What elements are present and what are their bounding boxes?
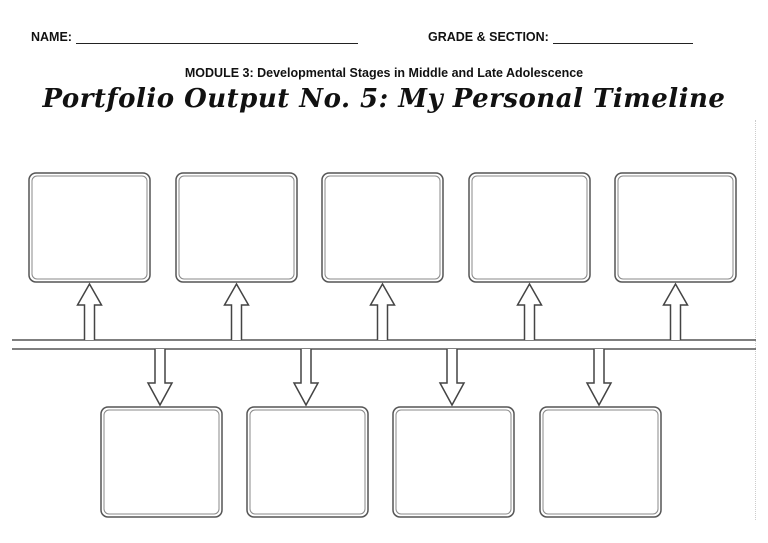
grade-section-label: GRADE & SECTION: bbox=[428, 30, 549, 44]
page-title: Portfolio Output No. 5: My Personal Time… bbox=[42, 84, 726, 114]
timeline-box-top-5[interactable] bbox=[614, 172, 737, 283]
arrow-down-1 bbox=[146, 349, 174, 407]
grade-section-field[interactable]: GRADE & SECTION: bbox=[428, 30, 693, 44]
arrow-up-3 bbox=[369, 282, 396, 340]
arrow-up-1 bbox=[76, 282, 103, 340]
timeline-box-bottom-3[interactable] bbox=[392, 406, 515, 518]
arrow-up-4 bbox=[516, 282, 543, 340]
arrow-up-5 bbox=[662, 282, 689, 340]
timeline-box-top-1[interactable] bbox=[28, 172, 151, 283]
timeline-box-bottom-2[interactable] bbox=[246, 406, 369, 518]
module-subtitle: MODULE 3: Developmental Stages in Middle… bbox=[184, 66, 584, 80]
page-edge bbox=[755, 120, 756, 520]
arrow-down-4 bbox=[585, 349, 613, 407]
name-label: NAME: bbox=[31, 30, 72, 44]
timeline-box-top-2[interactable] bbox=[175, 172, 298, 283]
timeline-box-top-3[interactable] bbox=[321, 172, 444, 283]
name-blank-line[interactable] bbox=[75, 30, 358, 44]
timeline-box-bottom-4[interactable] bbox=[539, 406, 662, 518]
timeline-box-top-4[interactable] bbox=[468, 172, 591, 283]
timeline-box-bottom-1[interactable] bbox=[100, 406, 223, 518]
arrow-down-3 bbox=[438, 349, 466, 407]
name-field[interactable]: NAME: bbox=[31, 30, 358, 44]
arrow-down-2 bbox=[292, 349, 320, 407]
grade-section-blank-line[interactable] bbox=[552, 30, 693, 44]
arrow-up-2 bbox=[223, 282, 250, 340]
